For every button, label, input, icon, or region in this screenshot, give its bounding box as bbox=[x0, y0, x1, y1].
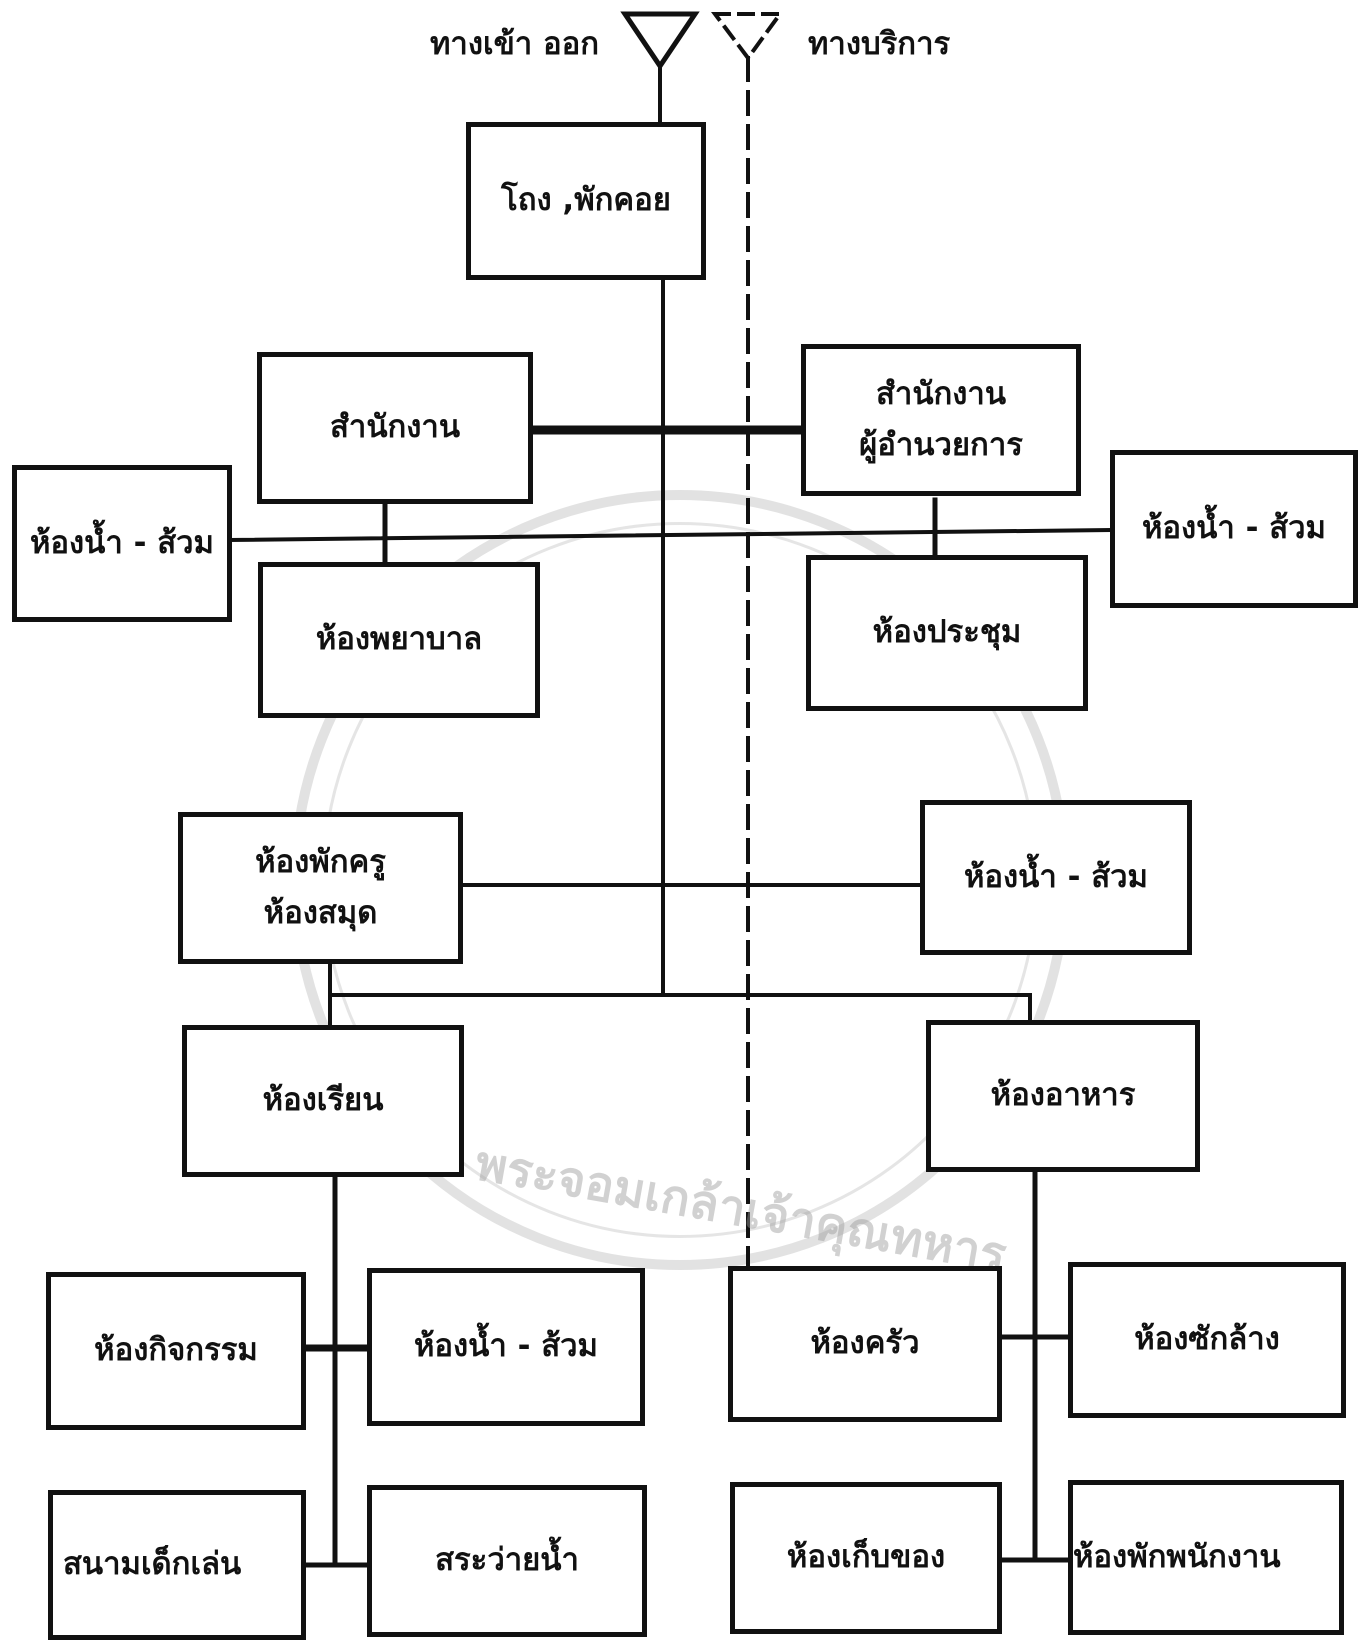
lobby-box: โถง ,พักคอย bbox=[466, 122, 706, 280]
dining-room-label: ห้องอาหาร bbox=[990, 1077, 1136, 1114]
service-triangle bbox=[711, 12, 784, 62]
office-label: สำนักงาน bbox=[329, 409, 461, 446]
activity-room-label: ห้องกิจกรรม bbox=[94, 1332, 258, 1369]
toilet-left-label: ห้องน้ำ - ส้วม bbox=[29, 524, 214, 561]
activity-room-box: ห้องกิจกรรม bbox=[46, 1272, 306, 1430]
toilet-right-box: ห้องน้ำ - ส้วม bbox=[1110, 450, 1358, 608]
pool-box: สระว่ายน้ำ bbox=[367, 1485, 647, 1637]
toilet-lower-label: ห้องน้ำ - ส้วม bbox=[413, 1328, 598, 1365]
dining-room-box: ห้องอาหาร bbox=[926, 1020, 1200, 1172]
toilet-lower-box: ห้องน้ำ - ส้วม bbox=[367, 1268, 645, 1426]
laundry-label: ห้องซักล้าง bbox=[1134, 1321, 1280, 1358]
kitchen-label: ห้องครัว bbox=[810, 1325, 920, 1362]
laundry-box: ห้องซักล้าง bbox=[1068, 1262, 1346, 1418]
classroom-label: ห้องเรียน bbox=[262, 1082, 384, 1119]
meeting-room-label: ห้องประชุม bbox=[872, 614, 1022, 651]
storage-box: ห้องเก็บของ bbox=[730, 1482, 1002, 1634]
toilet-middle-box: ห้องน้ำ - ส้วม bbox=[920, 800, 1192, 955]
meeting-room-box: ห้องประชุม bbox=[806, 555, 1088, 711]
toilet-right-label: ห้องน้ำ - ส้วม bbox=[1141, 510, 1326, 547]
pool-label: สระว่ายน้ำ bbox=[435, 1542, 579, 1579]
nurse-room-label: ห้องพยาบาล bbox=[315, 621, 483, 658]
lobby-label: โถง ,พักคอย bbox=[501, 182, 671, 219]
toilet-middle-label: ห้องน้ำ - ส้วม bbox=[963, 858, 1148, 895]
playground-label: สนามเด็กเล่น bbox=[63, 1546, 242, 1583]
staff-room-box: ห้องพักพนักงาน bbox=[1068, 1480, 1344, 1635]
kitchen-box: ห้องครัว bbox=[728, 1266, 1002, 1422]
staff-room-label: ห้องพักพนักงาน bbox=[1073, 1538, 1281, 1575]
director-office-label-2: ผู้อำนวยการ bbox=[859, 427, 1023, 463]
storage-label: ห้องเก็บของ bbox=[786, 1539, 946, 1576]
toilet-left-box: ห้องน้ำ - ส้วม bbox=[12, 465, 232, 622]
library-label: ห้องสมุด bbox=[263, 895, 378, 931]
nurse-room-box: ห้องพยาบาล bbox=[258, 562, 540, 718]
teacher-room-label: ห้องพักครู bbox=[255, 843, 386, 880]
entrance-triangle bbox=[620, 11, 700, 71]
director-office-label-1: สำนักงาน bbox=[875, 375, 1007, 412]
classroom-box: ห้องเรียน bbox=[182, 1025, 464, 1177]
director-office-box: สำนักงาน ผู้อำนวยการ bbox=[801, 344, 1081, 496]
playground-box: สนามเด็กเล่น bbox=[48, 1490, 306, 1640]
toilet-row-link bbox=[227, 527, 1113, 543]
office-box: สำนักงาน bbox=[257, 352, 533, 504]
teacher-library-box: ห้องพักครู ห้องสมุด bbox=[178, 812, 463, 964]
main-entrance-label: ทางเข้า ออก bbox=[430, 26, 599, 62]
service-entrance-label: ทางบริการ bbox=[808, 26, 951, 62]
